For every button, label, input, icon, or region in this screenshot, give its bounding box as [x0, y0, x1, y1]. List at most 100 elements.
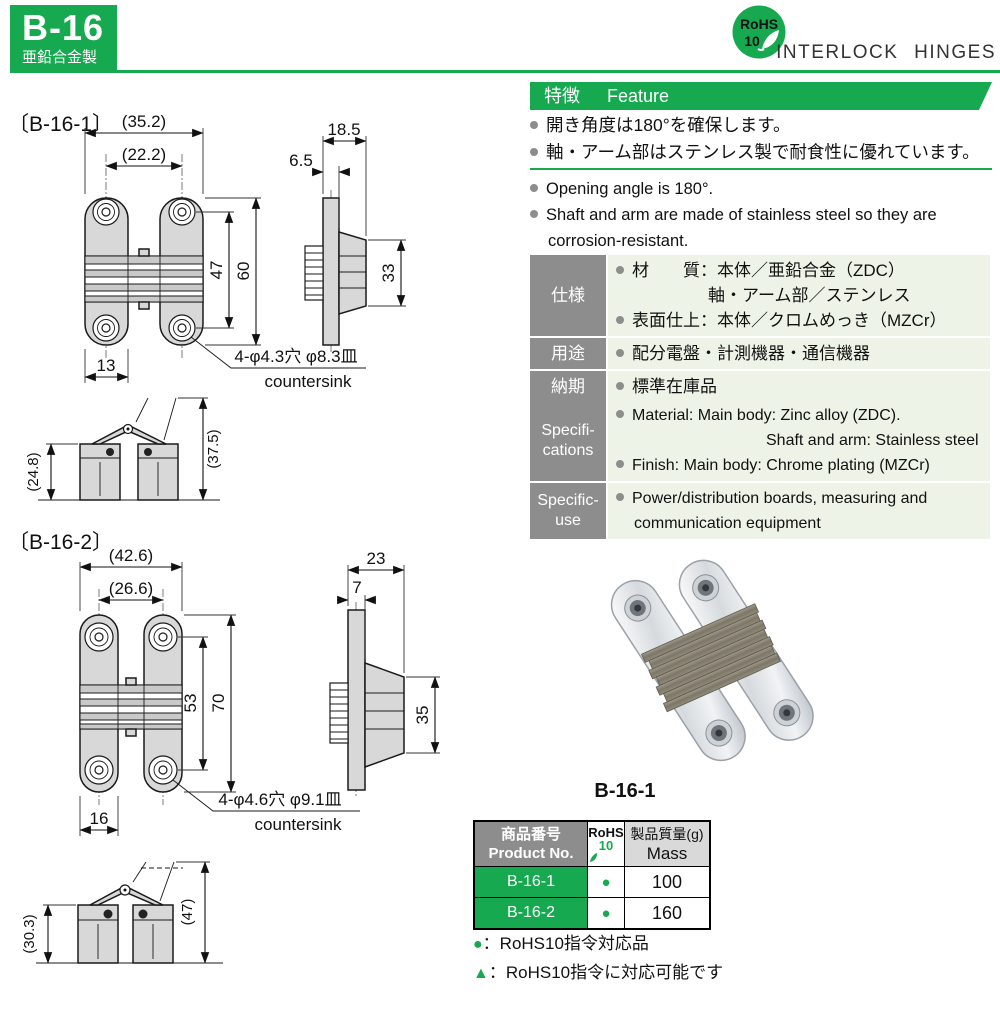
spec-label-specific-use-1: Specific-	[537, 492, 599, 509]
dim-b161-side-body-height: 33	[379, 264, 398, 283]
dim-b162-side-offset: 7	[352, 578, 361, 597]
spec-row-youto: 用途 配分電盤・計測機器・通信機器	[530, 338, 990, 369]
material-label: 亜鉛合金製	[22, 49, 98, 66]
rohs-status-icon: ●	[587, 897, 625, 930]
feature-ja-2: 軸・アーム部はステンレス製で耐食性に優れています。	[546, 142, 980, 162]
countersink-note-b162: countersink	[255, 815, 342, 834]
spec-row-specifications: Specifi- cations Material: Main body: Zi…	[530, 400, 990, 481]
product-no-ja: 商品番号	[500, 826, 561, 843]
dim-b161-hole-width: (22.2)	[122, 145, 166, 164]
spec-table-en: Specifi- cations Material: Main body: Zi…	[530, 400, 990, 539]
spec-label-nouki: 納期	[530, 371, 606, 402]
countersink-note-b161: countersink	[265, 372, 352, 391]
feature-en-1: Opening angle is 180°.	[546, 180, 714, 198]
bullet-icon	[616, 410, 624, 418]
spec-ja-material-2: 軸・アーム部／ステンレス	[708, 286, 911, 305]
product-code-box: B-16 亜鉛合金製	[10, 5, 117, 71]
spec-ja-finish: 表面仕上：本体／クロムめっき（MZCr）	[632, 311, 947, 330]
dim-b162-side-width: 23	[367, 549, 386, 568]
dim-b161-folded-height: (24.8)	[25, 452, 42, 491]
b16-1-front-view: (35.2) (22.2) 47 60 13 4-φ4.3穴 φ8.3皿 cou…	[84, 112, 366, 391]
rohs-logo-ten: 10	[744, 33, 760, 49]
product-code: B-16	[22, 7, 105, 48]
product-table: 商品番号 Product No. RoHS 10 製品質量(g) Mass B-…	[473, 820, 711, 930]
spec-ja-use: 配分電盤・計測機器・通信機器	[632, 344, 870, 363]
spec-ja-delivery: 標準在庫品	[632, 377, 717, 396]
dim-b162-open-height: (47)	[179, 899, 196, 926]
feature-title-en: Feature	[607, 86, 670, 106]
feature-bullets-en: Opening angle is 180°. Shaft and arm are…	[530, 176, 1000, 254]
col-header-rohs: RoHS 10	[587, 820, 625, 867]
legend-line-1: ●：RoHS10指令対応品	[473, 930, 773, 959]
drawing-b16-2: (42.6) (26.6) 53 70 16 4-φ4.6穴 φ9.1皿 cou…	[8, 545, 468, 845]
b16-2-folded-view: (30.3) (47)	[21, 861, 223, 964]
dim-b161-leaf-width: 13	[97, 356, 116, 375]
legend-line-2: ▲：RoHS10指令に対応可能です	[473, 959, 773, 988]
product-photo	[540, 538, 900, 780]
mass-ja: 製品質量(g)	[630, 826, 704, 842]
b16-1-folded-view: (24.8) (37.5)	[25, 397, 222, 501]
bullet-icon	[530, 121, 538, 129]
photo-caption: B-16-1	[594, 780, 656, 802]
drawing-b16-1-folded: (24.8) (37.5)	[8, 396, 243, 521]
leaf-icon	[589, 852, 598, 862]
drawing-b16-1: (35.2) (22.2) 47 60 13 4-φ4.3穴 φ8.3皿 cou…	[8, 106, 458, 394]
spec-en-use: Power/distribution boards, measuring and…	[632, 490, 928, 532]
dim-b161-side-width: 18.5	[327, 120, 360, 139]
bullet-icon	[616, 316, 624, 324]
spec-label-specifications-2: cations	[542, 441, 594, 459]
spec-label-specifications-1: Specifi-	[541, 421, 595, 439]
spec-en-finish: Finish: Main body: Chrome plating (MZCr)	[632, 457, 930, 474]
bullet-icon	[616, 460, 624, 468]
spec-row-shiyou: 仕様 材 質：本体／亜鉛合金（ZDC） 軸・アーム部／ステンレス 表面仕上：本体…	[530, 255, 990, 336]
spec-row-specific-use: Specific- use Power/distribution boards,…	[530, 483, 990, 539]
feature-bullets-ja: 開き角度は180°を確保します。 軸・アーム部はステンレス製で耐食性に優れていま…	[530, 112, 1000, 166]
rohs10-logo-icon: RoHS 10	[731, 4, 787, 60]
bullet-icon	[616, 493, 624, 501]
feature-ja-1: 開き角度は180°を確保します。	[546, 115, 791, 135]
dim-b161-open-height: (37.5)	[205, 429, 222, 468]
spec-label-specific-use-2: use	[555, 512, 581, 529]
b16-1-side-view: 18.5 6.5 33	[289, 120, 406, 353]
spec-row-nouki: 納期 標準在庫品	[530, 371, 990, 402]
dim-b162-width: (42.6)	[109, 546, 153, 565]
rohs-header-ten: 10	[598, 837, 614, 853]
dim-b162-hole-height: 53	[181, 694, 200, 713]
product-no-cell: B-16-1	[473, 866, 588, 898]
b16-2-front-view: (42.6) (26.6) 53 70 16 4-φ4.6穴 φ9.1皿 cou…	[79, 546, 360, 836]
col-header-mass: 製品質量(g) Mass	[624, 820, 711, 867]
feature-header-bar: 特徴 Feature	[530, 82, 992, 110]
spec-ja-material: 材 質：本体／亜鉛合金（ZDC）	[632, 261, 905, 280]
screw-hole-icon	[92, 198, 196, 342]
screw-hole-icon	[84, 622, 178, 785]
dim-b162-side-body-height: 35	[413, 706, 432, 725]
hole-note-b162: 4-φ4.6穴 φ9.1皿	[218, 790, 341, 809]
bullet-icon	[616, 382, 624, 390]
feature-separator	[530, 168, 992, 170]
spec-en-material: Material: Main body: Zinc alloy (ZDC).	[632, 407, 901, 424]
bullet-icon	[530, 184, 538, 192]
dim-b162-hole-width: (26.6)	[109, 579, 153, 598]
dim-b162-height: 70	[209, 694, 228, 713]
spec-en-material-2: Shaft and arm: Stainless steel	[766, 432, 979, 449]
feature-title-ja: 特徴	[544, 86, 580, 106]
bullet-icon	[616, 266, 624, 274]
spec-label-shiyou: 仕様	[530, 255, 606, 336]
drawing-label-b16-2: 〔B-16-2〕	[8, 531, 114, 554]
legend-text-2: ：RoHS10指令に対応可能です	[488, 963, 724, 982]
dim-b162-folded-height: (30.3)	[21, 914, 38, 953]
rohs-status-icon: ●	[587, 866, 625, 898]
screw-hole-icon	[624, 574, 801, 747]
legend-text-1: ：RoHS10指令対応品	[482, 934, 649, 953]
category-title: INTERLOCK HINGES	[776, 42, 996, 63]
hole-note-b161: 4-φ4.3穴 φ8.3皿	[234, 347, 357, 366]
dim-b161-side-offset: 6.5	[289, 151, 313, 170]
mass-cell: 160	[624, 897, 711, 930]
dim-b161-height: 60	[234, 262, 253, 281]
drawing-b16-2-folded: (30.3) (47)	[8, 860, 253, 1020]
rohs-logo-text: RoHS	[740, 16, 778, 32]
bullet-icon	[530, 210, 538, 218]
header-rule	[10, 70, 1000, 73]
triangle-icon: ▲	[473, 965, 489, 982]
